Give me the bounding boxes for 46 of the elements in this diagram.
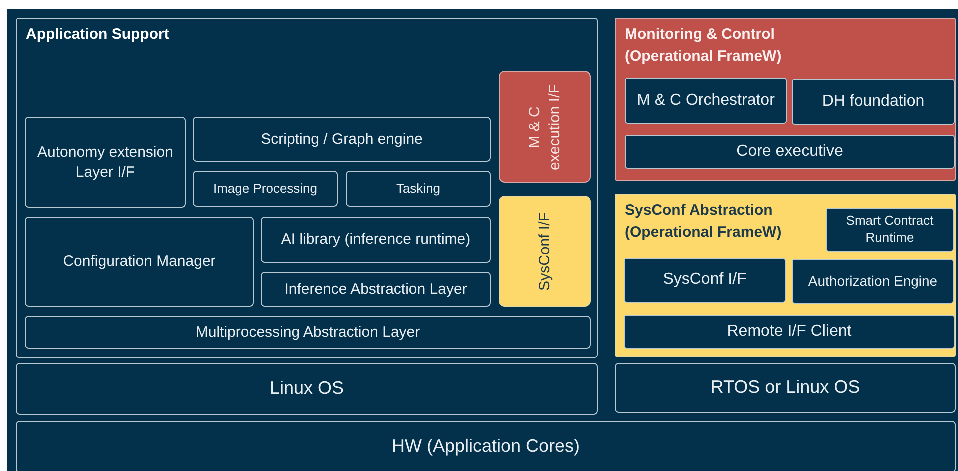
- component-label: RTOS or Linux OS: [710, 376, 862, 400]
- component-label: SysConf I/F: [535, 211, 554, 293]
- interface-box: [499, 196, 591, 307]
- component-box: [792, 259, 954, 304]
- component-label: Smart Contract Runtime: [845, 213, 935, 247]
- component-label: Linux OS: [268, 377, 346, 400]
- component-label: Configuration Manager: [62, 252, 217, 272]
- panel-heading: Monitoring & Control (Operational FrameW): [625, 25, 783, 67]
- component-box: [193, 117, 491, 162]
- component-box: [261, 217, 491, 263]
- component-label: HW (Application Cores): [390, 435, 582, 458]
- panel-heading: Application Support: [26, 25, 170, 45]
- framework-panel: [615, 18, 956, 181]
- component-label: Inference Abstraction Layer: [284, 280, 468, 300]
- component-label: M & C execution I/F: [526, 83, 564, 172]
- component-label: AI library (inference runtime): [280, 230, 472, 250]
- component-label: Core executive: [736, 142, 844, 162]
- framework-panel: [615, 194, 956, 357]
- component-label: Image Processing: [212, 180, 319, 198]
- component-box: [25, 217, 254, 307]
- component-box: [792, 79, 955, 125]
- component-box: [261, 272, 491, 307]
- component-box: [346, 171, 491, 207]
- component-label: Tasking: [395, 180, 442, 198]
- component-label: Multiprocessing Abstraction Layer: [194, 322, 422, 342]
- layer-bar: [16, 421, 956, 471]
- layer-bar: [615, 363, 956, 413]
- component-box: [625, 78, 787, 124]
- component-box: [826, 208, 954, 252]
- component-box: [624, 258, 786, 303]
- panel-heading: SysConf Abstraction (Operational FrameW): [625, 201, 783, 243]
- component-box: [193, 171, 338, 207]
- layer-bar: [624, 315, 955, 349]
- component-label: Authorization Engine: [807, 272, 939, 291]
- layer-bar: [25, 316, 591, 349]
- component-box: [625, 135, 955, 169]
- component-box: [25, 117, 186, 208]
- interface-box: [499, 71, 591, 183]
- component-label: M & C Orchestrator: [636, 90, 776, 111]
- layer-panel: [16, 18, 598, 358]
- component-label: Autonomy extension Layer I/F: [36, 143, 174, 182]
- component-label: SysConf I/F: [662, 270, 748, 290]
- component-label: DH foundation: [821, 92, 926, 112]
- component-label: Scripting / Graph engine: [260, 130, 424, 150]
- component-label: Remote I/F Client: [726, 322, 853, 342]
- layer-bar: [16, 363, 598, 415]
